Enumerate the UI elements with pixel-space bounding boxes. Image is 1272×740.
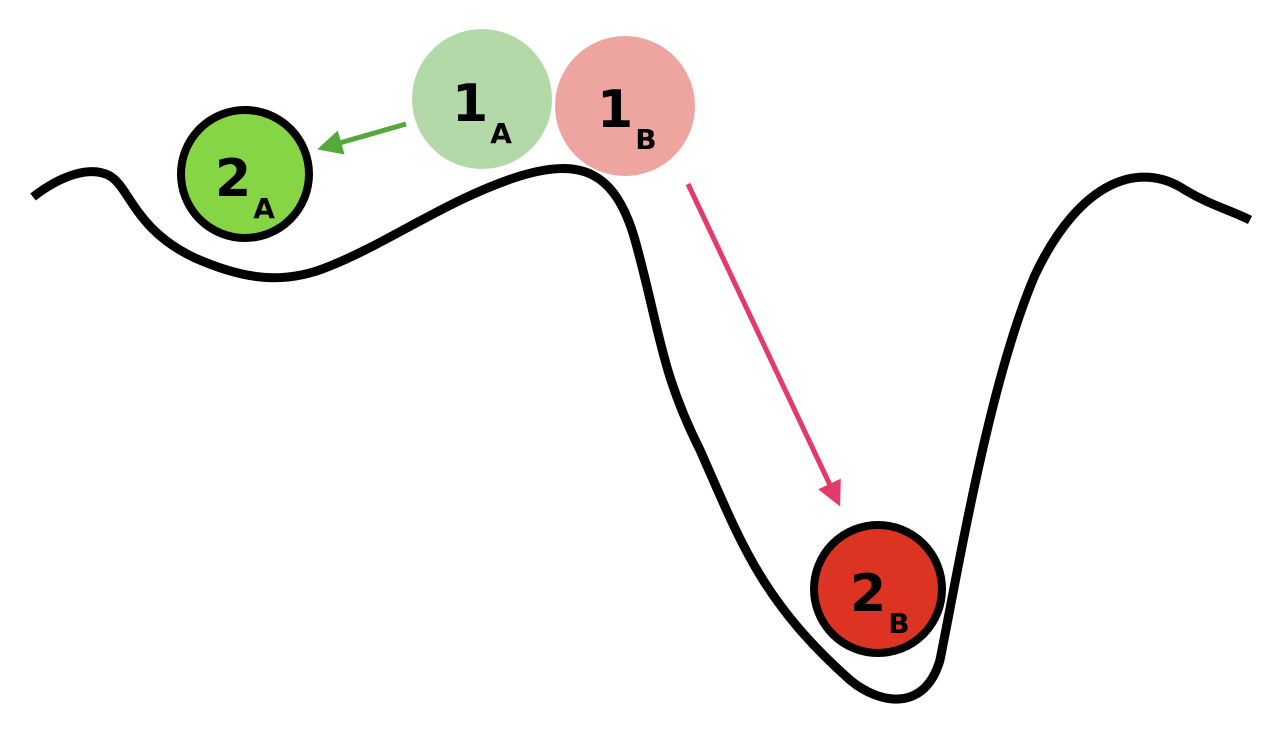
arrow-1a-to-2a (317, 121, 407, 155)
arrow-1b-to-2b (685, 182, 841, 507)
ball-2b: 2B (810, 521, 946, 657)
svg-text:1B: 1B (597, 80, 657, 156)
ball-2b-label: 2 (850, 564, 886, 624)
ball-2a-subscript: A (253, 192, 275, 225)
energy-curve (30, 164, 1253, 704)
svg-text:2A: 2A (215, 149, 275, 225)
svg-text:2B: 2B (850, 564, 910, 640)
svg-text:1A: 1A (452, 74, 512, 150)
ball-2a: 2A (177, 106, 313, 242)
ball-1a: 1A (412, 29, 552, 169)
ball-1a-subscript: A (490, 117, 512, 150)
ball-1b: 1B (555, 36, 695, 176)
ball-2a-label: 2 (215, 149, 251, 209)
ball-2b-subscript: B (888, 607, 909, 640)
ball-1b-label: 1 (597, 80, 633, 140)
ball-1a-label: 1 (452, 74, 488, 134)
ball-1b-subscript: B (635, 123, 656, 156)
